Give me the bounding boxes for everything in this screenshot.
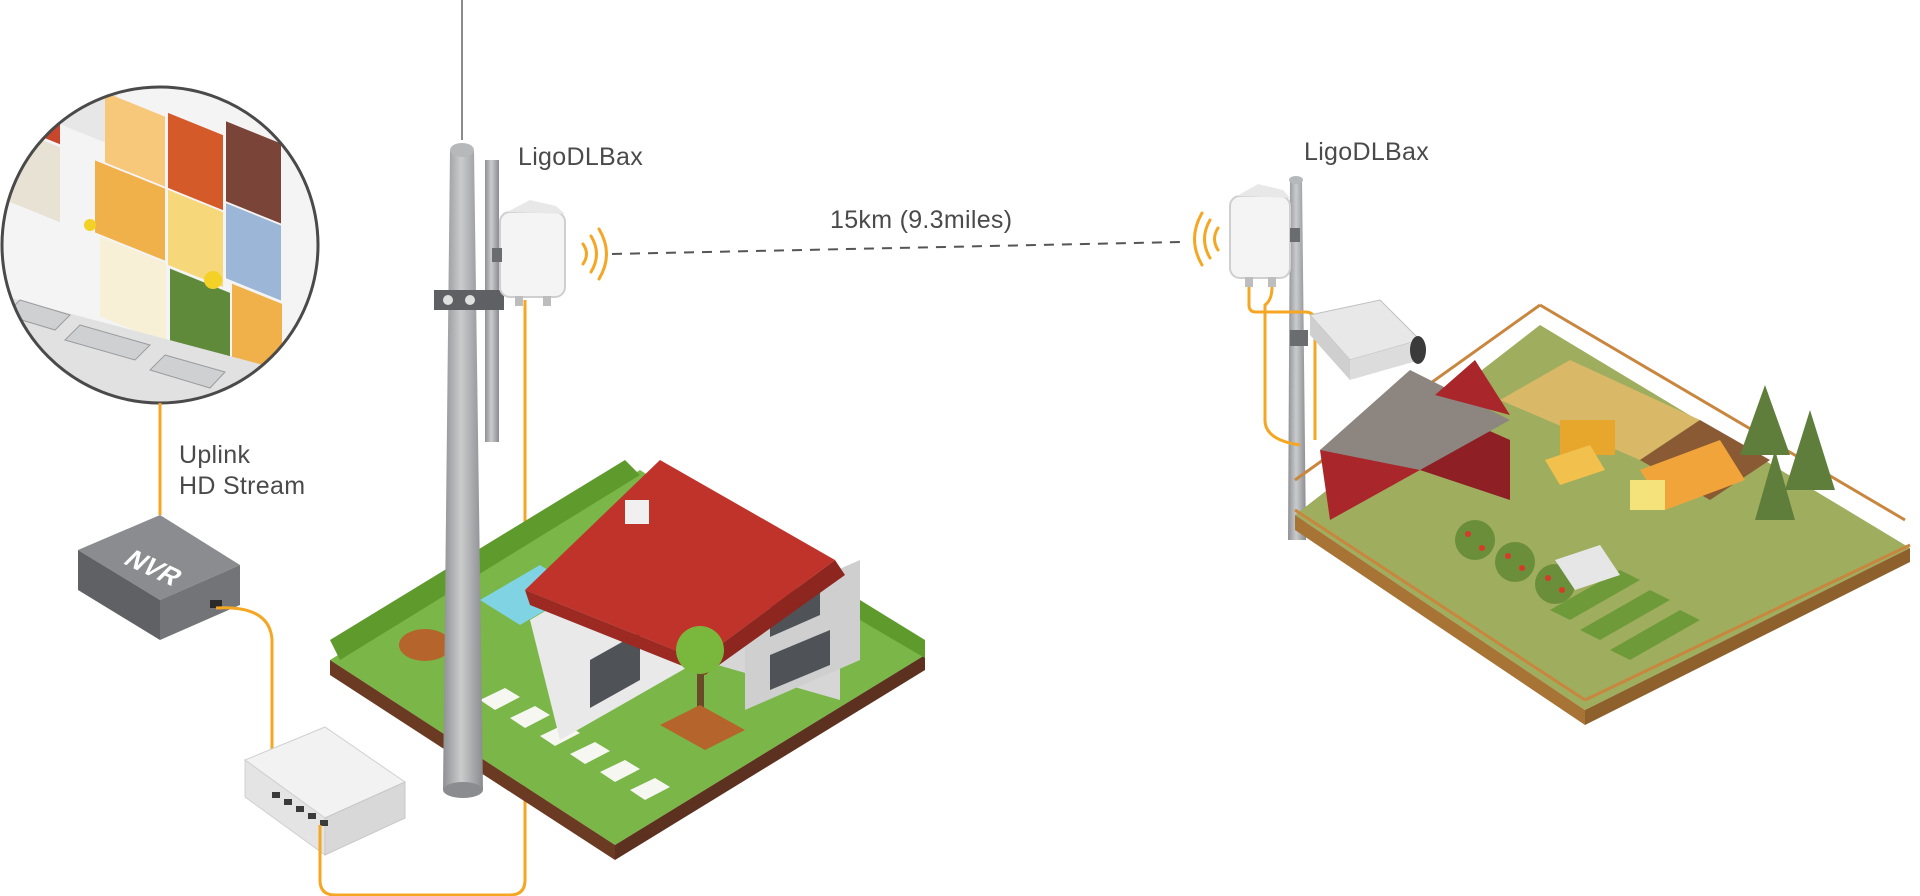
uplink-label: Uplink HD Stream bbox=[179, 440, 305, 502]
right-signal-icon bbox=[1193, 211, 1220, 267]
camera-cable bbox=[1263, 286, 1301, 447]
uplink-label-line1: Uplink bbox=[179, 441, 251, 469]
distance-label: 15km (9.3miles) bbox=[830, 206, 1013, 234]
right-radio-label: LigoDLBax bbox=[1304, 138, 1430, 166]
keyboards bbox=[4, 299, 226, 389]
network-switch bbox=[243, 726, 407, 856]
left-tower bbox=[434, 0, 504, 798]
farm-island bbox=[1294, 303, 1911, 725]
switch-radio-cable bbox=[318, 300, 527, 896]
security-camera bbox=[1309, 299, 1426, 380]
right-pole bbox=[1288, 176, 1308, 540]
left-radio-label: LigoDLBax bbox=[518, 143, 644, 171]
nvr-switch-cable bbox=[215, 606, 274, 790]
right-radio-cable bbox=[1247, 287, 1317, 440]
uplink-label-line2: HD Stream bbox=[179, 472, 306, 500]
house-island bbox=[330, 460, 925, 860]
monitoring-room-illustration bbox=[0, 85, 320, 405]
nvr-device bbox=[78, 515, 240, 640]
wireless-link-line bbox=[611, 241, 1181, 255]
left-signal-icon bbox=[581, 227, 608, 281]
right-radio bbox=[1229, 184, 1300, 287]
left-radio bbox=[492, 200, 566, 306]
